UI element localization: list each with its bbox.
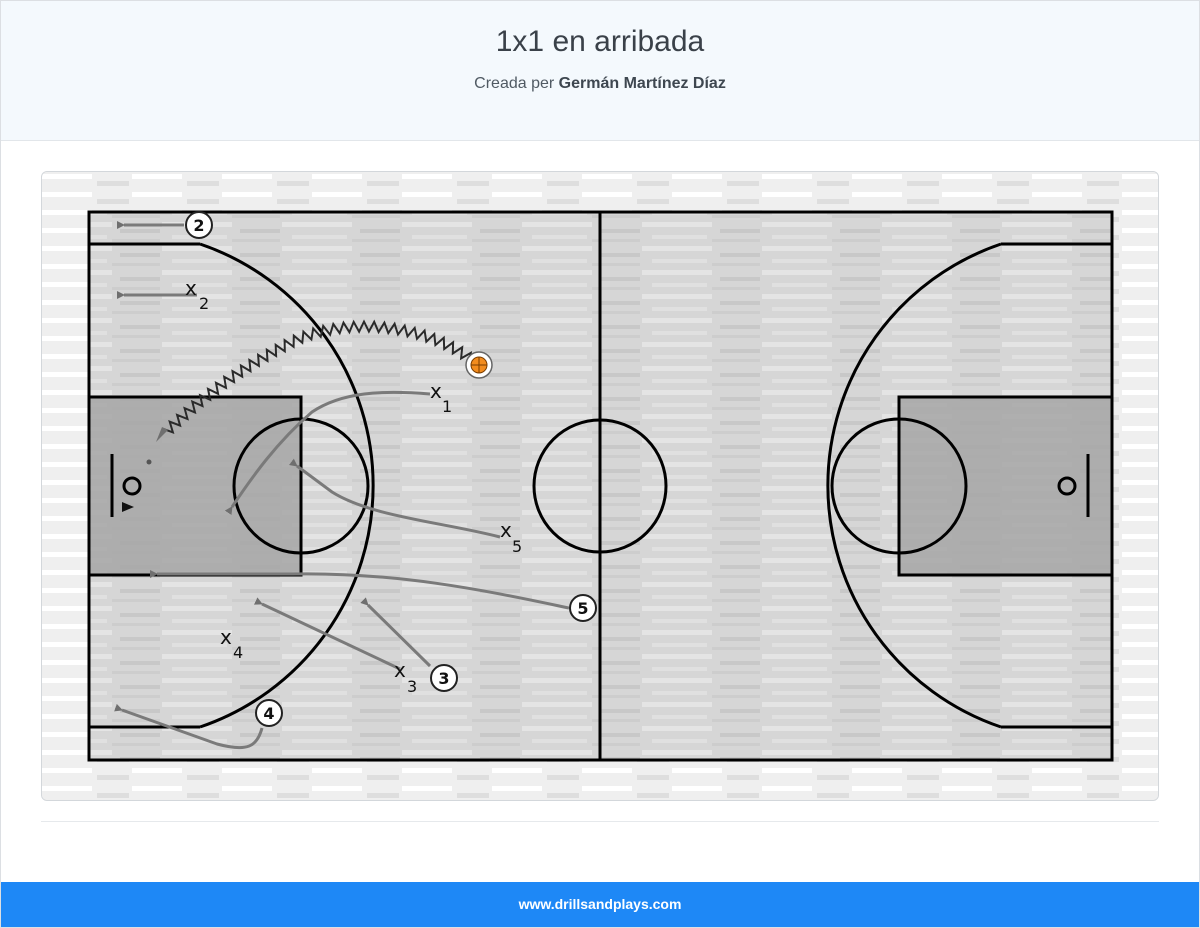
created-by-label: Creada per — [474, 75, 555, 92]
defender-x3-symbol: x — [394, 658, 406, 682]
offense-player-5: 5 — [569, 594, 597, 622]
move-arrow-3 — [360, 597, 432, 668]
defender-x5-number: 5 — [512, 537, 522, 556]
author-name: Germán Martínez Díaz — [558, 75, 726, 92]
author-line: Creada per Germán Martínez Díaz — [1, 75, 1199, 93]
defender-x2-symbol: x — [185, 276, 197, 300]
move-arrow-5 — [150, 570, 570, 610]
right-three-point-arc — [826, 242, 1002, 729]
court-svg: 2 5 3 4 x 1 x 2 x 5 x 4 — [42, 172, 1158, 800]
basketball-icon — [465, 351, 493, 379]
offense-player-3: 3 — [430, 664, 458, 692]
movement-arrows — [114, 221, 570, 750]
defender-x2: x 2 — [185, 276, 209, 313]
move-arrow-4 — [114, 703, 264, 750]
move-arrow-x5 — [288, 458, 501, 539]
defender-x4-symbol: x — [220, 625, 232, 649]
content-divider — [41, 821, 1159, 822]
defender-x2-number: 2 — [199, 294, 209, 313]
defender-x5: x 5 — [500, 518, 522, 556]
offense-player-5-number: 5 — [577, 599, 588, 618]
defender-x5-symbol: x — [500, 518, 512, 542]
court-diagram: 2 5 3 4 x 1 x 2 x 5 x 4 — [41, 171, 1159, 801]
spot-mark — [146, 459, 152, 465]
right-rim — [1057, 476, 1077, 496]
move-arrow-x1 — [224, 390, 431, 516]
left-rim — [122, 476, 142, 496]
right-key — [897, 395, 1114, 577]
defender-x4-number: 4 — [233, 643, 243, 662]
defender-x3-number: 3 — [407, 677, 417, 696]
right-free-throw-circle — [830, 417, 968, 555]
defender-x4: x 4 — [220, 625, 243, 662]
offense-player-4-number: 4 — [263, 704, 274, 723]
defender-x1-symbol: x — [430, 379, 442, 403]
court-lines — [87, 210, 1114, 762]
dribble-arrow-head — [156, 427, 168, 442]
defender-x1-number: 1 — [442, 397, 452, 416]
dribble-path — [162, 319, 473, 435]
page-footer: www.drillsandplays.com — [1, 882, 1199, 927]
offense-player-2-number: 2 — [193, 216, 204, 235]
left-paint — [89, 397, 301, 575]
offense-player-4: 4 — [255, 699, 283, 727]
offense-player-2: 2 — [185, 211, 213, 239]
defender-x3: x 3 — [394, 658, 417, 696]
left-three-point-arc — [199, 242, 375, 729]
center-circle — [532, 418, 668, 554]
left-free-throw-circle — [232, 417, 370, 555]
move-arrow-x3 — [253, 597, 401, 671]
coach-marker-icon — [122, 502, 134, 512]
footer-site-link[interactable]: www.drillsandplays.com — [518, 896, 682, 912]
page-title: 1x1 en arribada — [495, 25, 705, 58]
offense-player-3-number: 3 — [438, 669, 449, 688]
right-paint — [899, 397, 1112, 575]
page-header: 1x1 en arribada Creada per Germán Martín… — [1, 1, 1199, 141]
defender-x1: x 1 — [430, 379, 452, 416]
